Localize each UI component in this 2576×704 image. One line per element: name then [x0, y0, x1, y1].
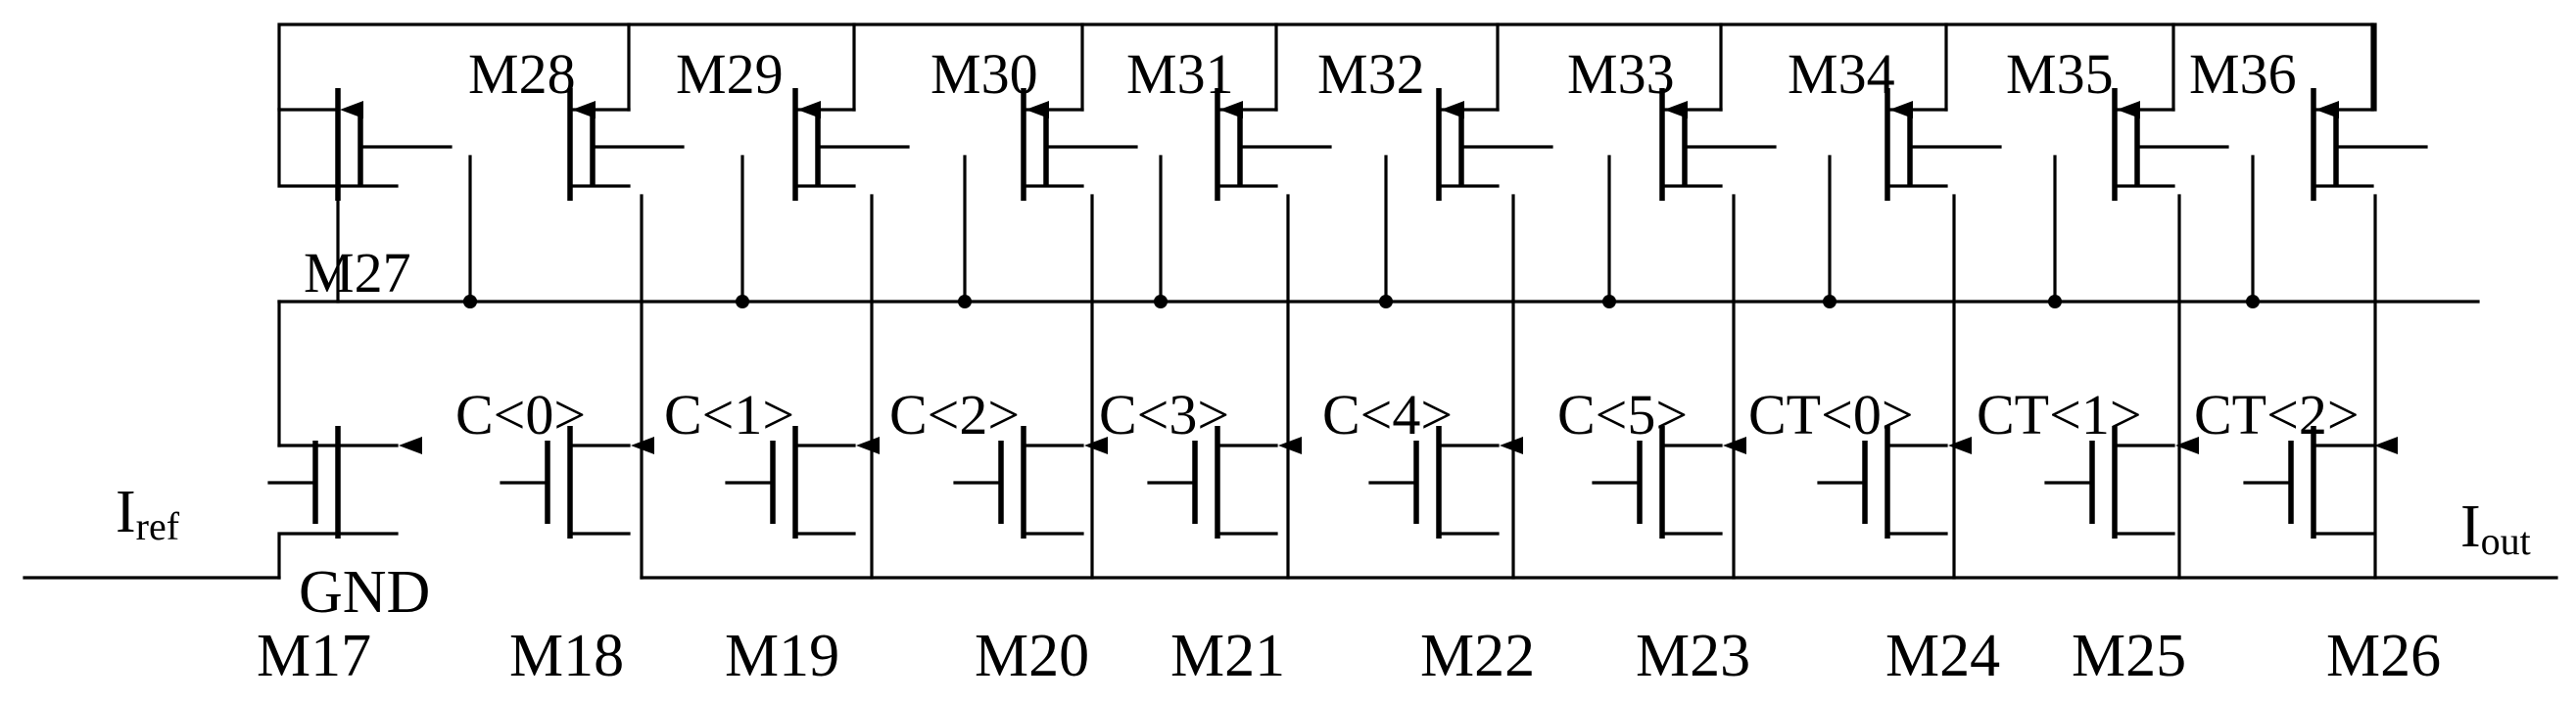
iref-sub: ref [136, 504, 180, 548]
nmos-arrow [631, 437, 654, 454]
control-label-1: C<0> [455, 383, 586, 446]
control-label-9: CT<2> [2194, 383, 2360, 446]
wire-layer [23, 23, 2558, 580]
pmos-arrow [1219, 101, 1243, 118]
iref-label: Iref [116, 479, 180, 548]
control-label-7: CT<0> [1748, 383, 1914, 446]
pmos-arrow [1889, 101, 1913, 118]
nmos-arrow [1084, 437, 1108, 454]
nmos-m26 [2243, 426, 2374, 539]
pmos-m31 [1215, 23, 1332, 201]
nmos-m25 [2044, 426, 2175, 539]
pmos-arrow [2315, 101, 2339, 118]
nmos-label-m18: M18 [509, 623, 624, 689]
pmos-arrow [1664, 101, 1688, 118]
transistor-layer [267, 23, 2428, 539]
pmos-m28 [567, 23, 685, 201]
nmos-arrow [2374, 437, 2398, 454]
pmos-m32 [1436, 23, 1553, 201]
nmos-arrow [856, 437, 880, 454]
nmos-label-m21: M21 [1170, 623, 1285, 689]
nmos-m23 [1592, 426, 1723, 539]
pmos-arrow [797, 101, 821, 118]
pmos-arrow [1441, 101, 1464, 118]
nmos-m24 [1817, 426, 1948, 539]
pmos-label-m35: M35 [2006, 42, 2114, 106]
top-rail-wire [277, 23, 2377, 112]
pmos-m30 [1021, 23, 1138, 201]
nmos-arrow [1723, 437, 1746, 454]
nmos-arrow [1278, 437, 1302, 454]
control-label-6: C<5> [1557, 383, 1688, 446]
nmos-label-m24: M24 [1885, 623, 2000, 689]
m27-drain-tie [277, 108, 340, 188]
nmos-label-m26: M26 [2326, 623, 2441, 689]
iref-main: I [116, 479, 136, 545]
nmos-m21 [1147, 426, 1278, 539]
nmos-arrow [2175, 437, 2199, 454]
pmos-label-m28: M28 [468, 42, 576, 106]
nmos-label-m22: M22 [1420, 623, 1535, 689]
nmos-label-m20: M20 [975, 623, 1089, 689]
control-label-3: C<2> [889, 383, 1020, 446]
nmos-m20 [953, 426, 1084, 539]
pmos-label-m34: M34 [1788, 42, 1895, 106]
nmos-m17 [267, 426, 399, 539]
nmos-arrow [1500, 437, 1523, 454]
pmos-label-m33: M33 [1567, 42, 1675, 106]
pmos-label-m31: M31 [1126, 42, 1234, 106]
pmos-label-m36: M36 [2189, 42, 2297, 106]
pmos-arrow [572, 101, 596, 118]
pmos-label-m29: M29 [676, 42, 784, 106]
control-label-4: C<3> [1099, 383, 1229, 446]
pmos-arrow [340, 101, 363, 118]
iout-label: Iout [2460, 493, 2531, 563]
pmos-m33 [1659, 23, 1777, 201]
nmos-label-m25: M25 [2072, 623, 2186, 689]
nmos-label-m23: M23 [1636, 623, 1750, 689]
control-label-5: C<4> [1322, 383, 1453, 446]
nmos-label-m17: M17 [257, 623, 371, 689]
nmos-label-m19: M19 [725, 623, 839, 689]
pmos-arrow [2117, 101, 2140, 118]
pmos-label-m27: M27 [304, 241, 411, 305]
pmos-m34 [1884, 23, 2002, 201]
m17-source-wire [277, 532, 340, 580]
pmos-arrow [1026, 101, 1049, 118]
nmos-m19 [725, 426, 856, 539]
pmos-label-m30: M30 [930, 42, 1038, 106]
pmos-m35 [2112, 23, 2229, 201]
control-label-2: C<1> [664, 383, 794, 446]
gnd-label: GND [299, 559, 430, 626]
nmos-arrow [399, 437, 422, 454]
control-label-8: CT<1> [1977, 383, 2142, 446]
nmos-m18 [500, 426, 631, 539]
nmos-arrow [1948, 437, 1972, 454]
label-layer: GND Iref Iout M27 M28 M29 M30 M31 M32 M33 M34 M3… [116, 42, 2531, 689]
nmos-m22 [1368, 426, 1500, 539]
pmos-m29 [792, 23, 910, 201]
iout-main: I [2460, 493, 2481, 560]
iout-sub: out [2481, 519, 2531, 563]
pmos-m27 [277, 88, 453, 201]
pmos-label-m32: M32 [1317, 42, 1425, 106]
pmos-m36 [2311, 23, 2428, 201]
